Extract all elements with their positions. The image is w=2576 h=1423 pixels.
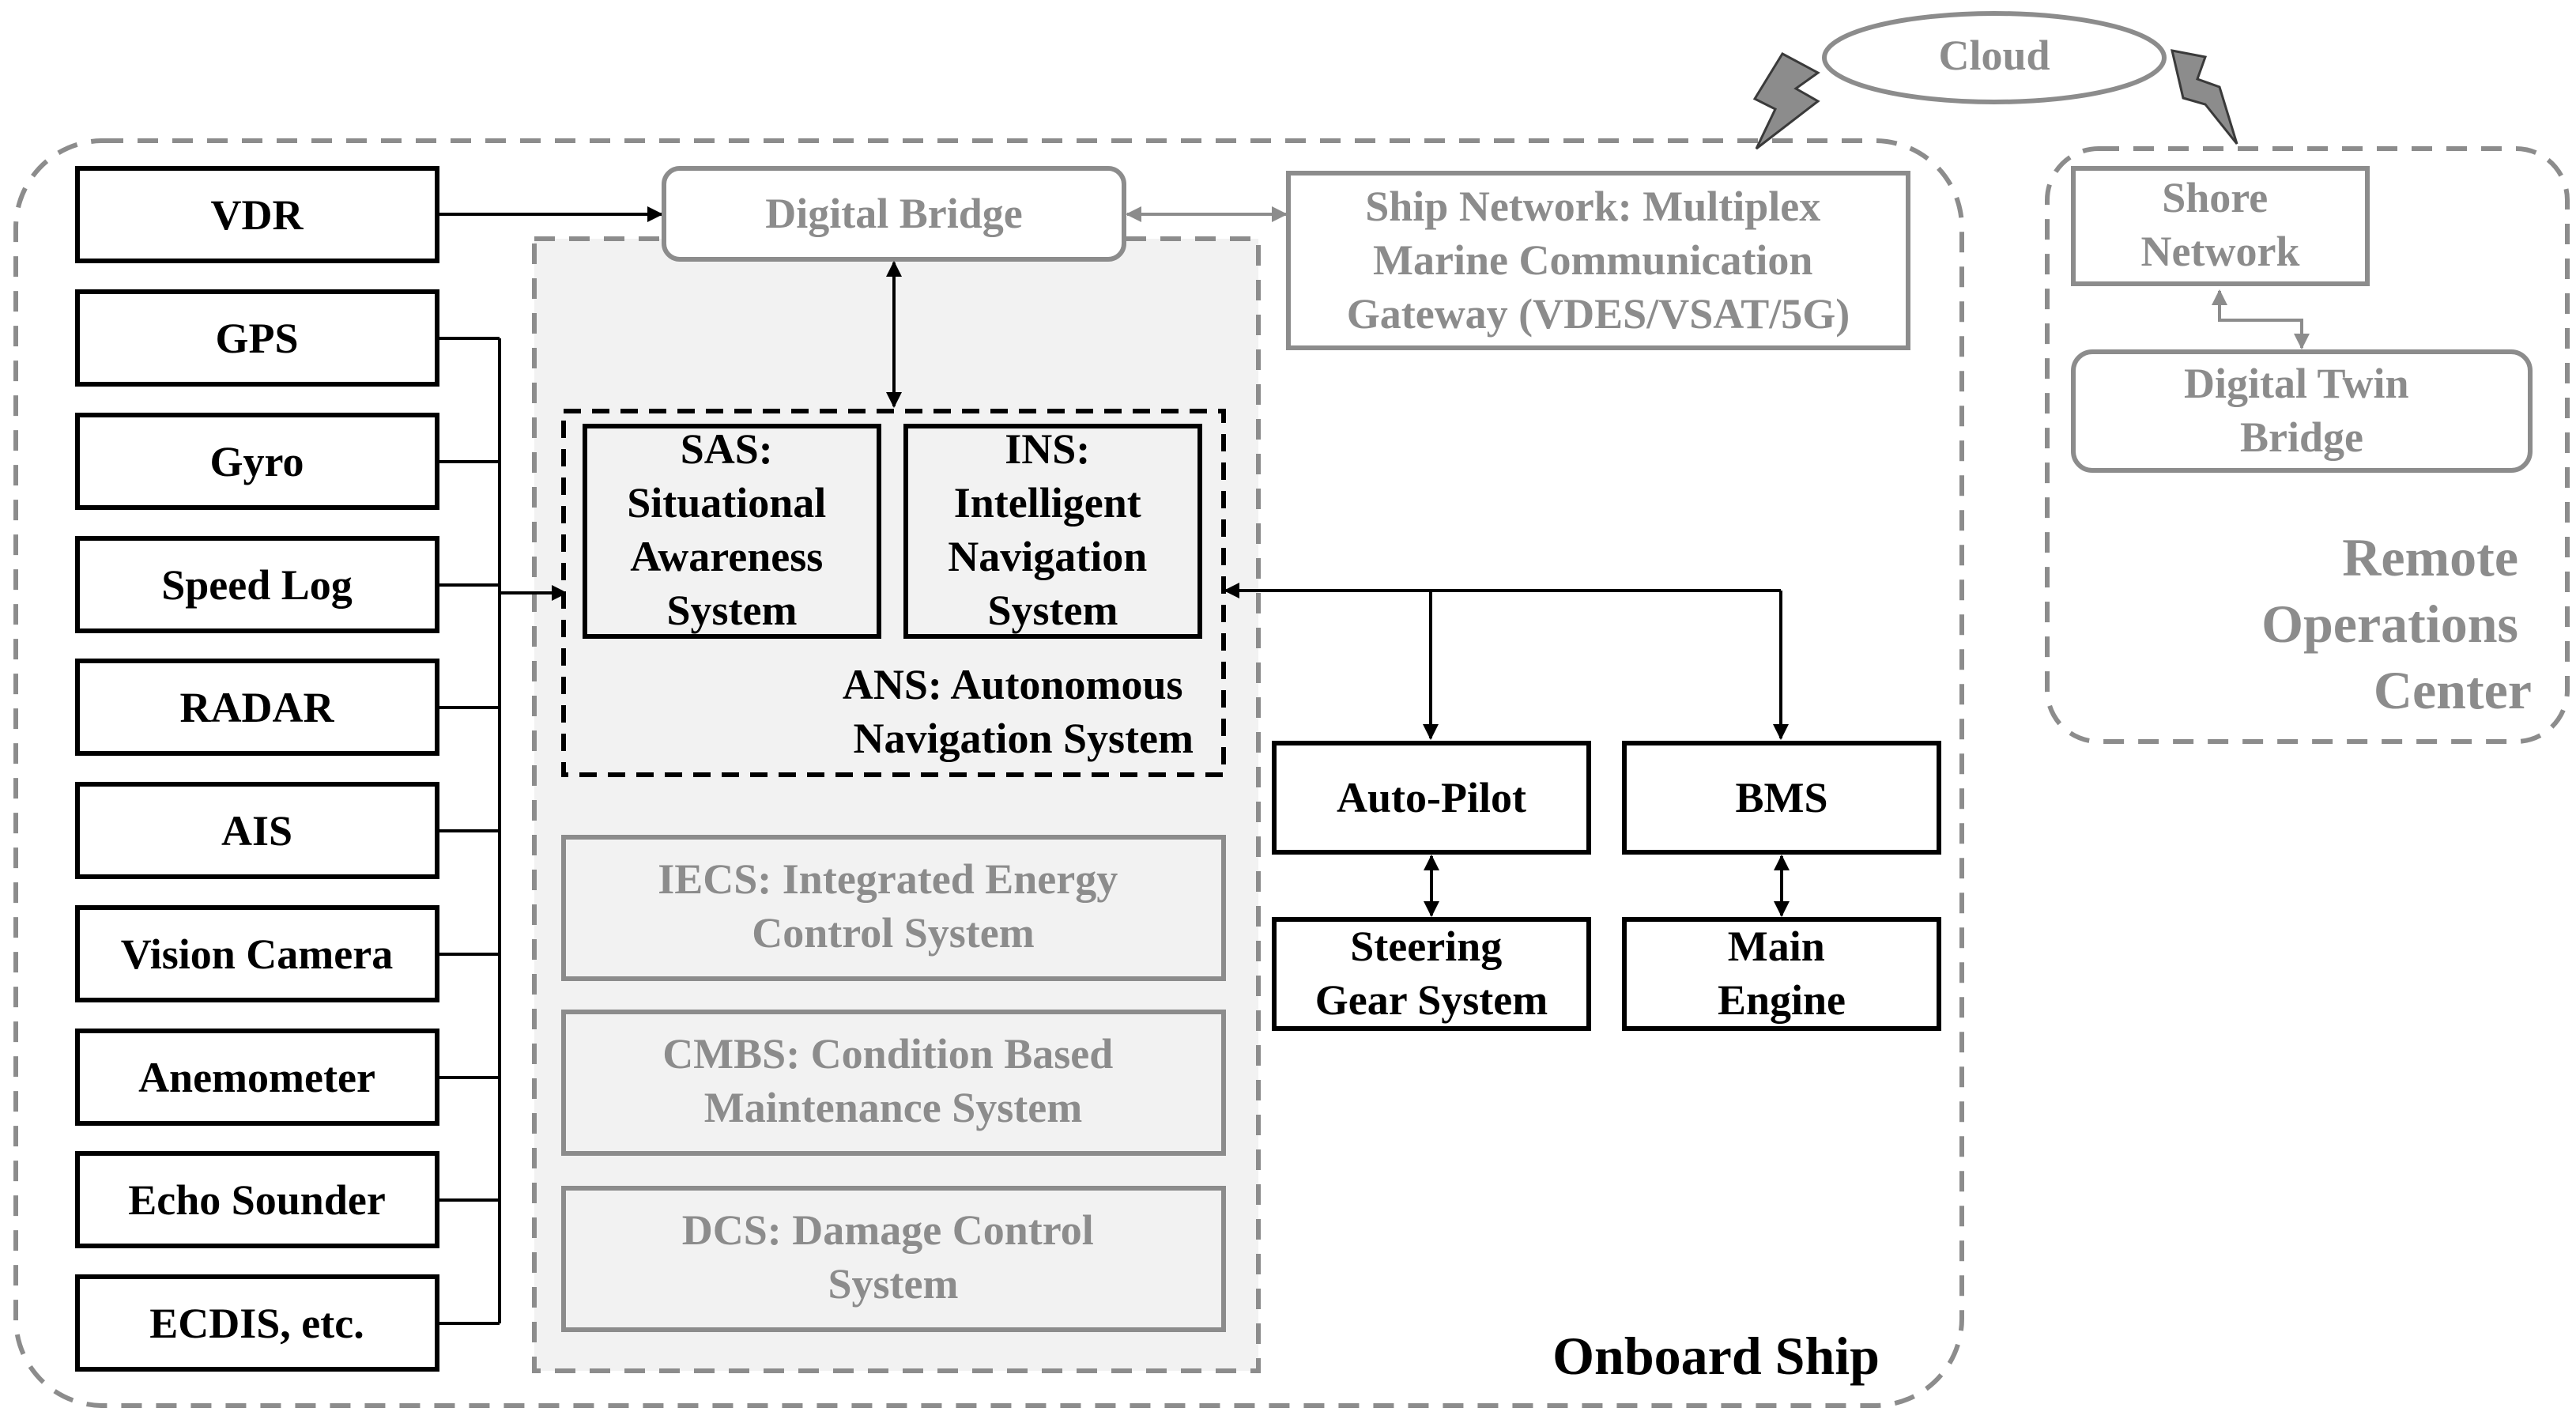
sensor-label-echo-sounder: Echo Sounder <box>128 1176 386 1224</box>
sensor-label-gyro: Gyro <box>210 438 304 485</box>
remote-operations-label: Remote Operations Center <box>2261 527 2532 720</box>
shore-network-label: Shore Network <box>2141 174 2300 275</box>
ans-label: ANS: Autonomous Navigation System <box>843 661 1194 762</box>
dcs-label: DCS: Damage Control System <box>682 1206 1104 1308</box>
ship-network-box <box>1286 171 1910 350</box>
sensor-box-radar <box>75 659 439 756</box>
iecs-box <box>561 835 1226 981</box>
ins-box <box>903 424 1202 639</box>
cmbs-label: CMBS: Condition Based Maintenance System <box>662 1030 1124 1131</box>
steering-gear-label: Steering Gear System <box>1315 923 1548 1024</box>
sensor-label-gps: GPS <box>215 315 298 362</box>
lightning-bolt-icon <box>2171 49 2238 145</box>
sensor-box-vdr <box>75 166 439 263</box>
sensor-box-ais <box>75 782 439 879</box>
sensor-column: VDR GPS Gyro Speed Log RADAR AIS Vision … <box>75 166 439 1372</box>
sensor-box-speed-log <box>75 536 439 633</box>
digital-bridge-box <box>662 166 1126 262</box>
steering-gear-box <box>1272 917 1591 1031</box>
sensor-label-anemometer: Anemometer <box>138 1054 375 1101</box>
remote-ops-region <box>2045 146 2570 744</box>
digital-bridge-label: Digital Bridge <box>765 190 1022 237</box>
sensor-box-anemometer <box>75 1029 439 1126</box>
bms-label: BMS <box>1735 774 1827 821</box>
sensor-label-speed-log: Speed Log <box>161 561 353 609</box>
dcs-box <box>561 1186 1226 1332</box>
onboard-ship-region <box>13 138 1964 1408</box>
ship-network-label: Ship Network: Multiplex Marine Communica… <box>1347 183 1850 338</box>
digital-twin-bridge-label: Digital Twin Bridge <box>2184 360 2419 461</box>
cloud-node <box>1822 11 2167 104</box>
sensor-label-ecdis: ECDIS, etc. <box>149 1300 364 1347</box>
shore-network-box <box>2071 166 2370 286</box>
autopilot-label: Auto-Pilot <box>1337 774 1526 821</box>
sensor-bus <box>437 337 501 1325</box>
sensor-label-radar: RADAR <box>180 684 335 731</box>
cmbs-box <box>561 1010 1226 1156</box>
digital-twin-bridge-box <box>2071 349 2533 473</box>
sensor-label-vision-camera: Vision Camera <box>121 930 393 978</box>
main-engine-label: Main Engine <box>1718 923 1846 1024</box>
sensor-label-vdr: VDR <box>211 191 304 239</box>
lightning-bolt-icon <box>1752 52 1820 150</box>
sensor-box-gyro <box>75 413 439 510</box>
bms-box <box>1622 741 1941 855</box>
sensor-box-ecdis <box>75 1274 439 1372</box>
main-engine-box <box>1622 917 1941 1031</box>
ins-label: INS: Intelligent Navigation System <box>948 425 1158 634</box>
sensor-box-vision-camera <box>75 905 439 1002</box>
autopilot-box <box>1272 741 1591 855</box>
sas-label: SAS: Situational Awareness System <box>627 425 837 634</box>
sensor-label-ais: AIS <box>221 807 292 855</box>
shore-twin-link <box>2212 289 2310 349</box>
cloud-label: Cloud <box>1938 32 2050 79</box>
iecs-label: IECS: Integrated Energy Control System <box>658 855 1128 957</box>
onboard-ship-label: Onboard Ship <box>1552 1326 1880 1386</box>
sas-box <box>583 424 881 639</box>
